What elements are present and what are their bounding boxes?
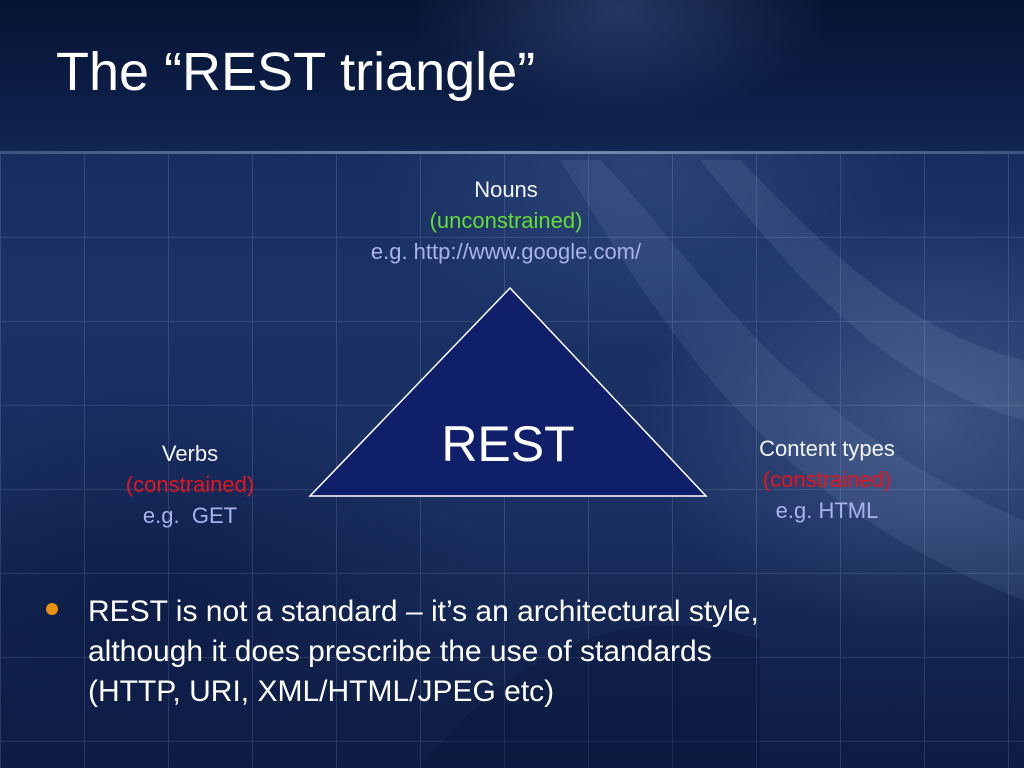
bullet-dot-icon	[46, 603, 58, 615]
verbs-name: Verbs	[161, 441, 219, 466]
nouns-example: e.g. http://www.google.com/	[370, 239, 642, 264]
content-types-constraint: (constrained)	[762, 467, 892, 492]
title-band	[0, 0, 1024, 152]
content-types-name: Content types	[759, 436, 895, 461]
verbs-label: Verbs (constrained) e.g. GET	[90, 438, 290, 531]
bullet-text: REST is not a standard – it’s an archite…	[88, 592, 988, 712]
rest-triangle-shape	[308, 286, 708, 497]
bullet-line: REST is not a standard – it’s an archite…	[88, 595, 759, 628]
slide-title: The “REST triangle”	[56, 42, 536, 102]
nouns-constraint: (unconstrained)	[429, 208, 583, 233]
rest-triangle	[308, 286, 708, 497]
bullet-line: although it does prescribe the use of st…	[88, 635, 712, 668]
title-divider	[0, 151, 1024, 154]
nouns-name: Nouns	[474, 177, 538, 202]
content-types-example: e.g. HTML	[775, 498, 879, 523]
verbs-example: e.g. GET	[142, 503, 238, 528]
rest-center-label: REST	[441, 416, 575, 472]
verbs-constraint: (constrained)	[125, 472, 255, 497]
bullet-line: (HTTP, URI, XML/HTML/JPEG etc)	[88, 675, 555, 708]
nouns-label: Nouns (unconstrained) e.g. http://www.go…	[306, 174, 706, 267]
content-types-label: Content types (constrained) e.g. HTML	[717, 433, 937, 526]
